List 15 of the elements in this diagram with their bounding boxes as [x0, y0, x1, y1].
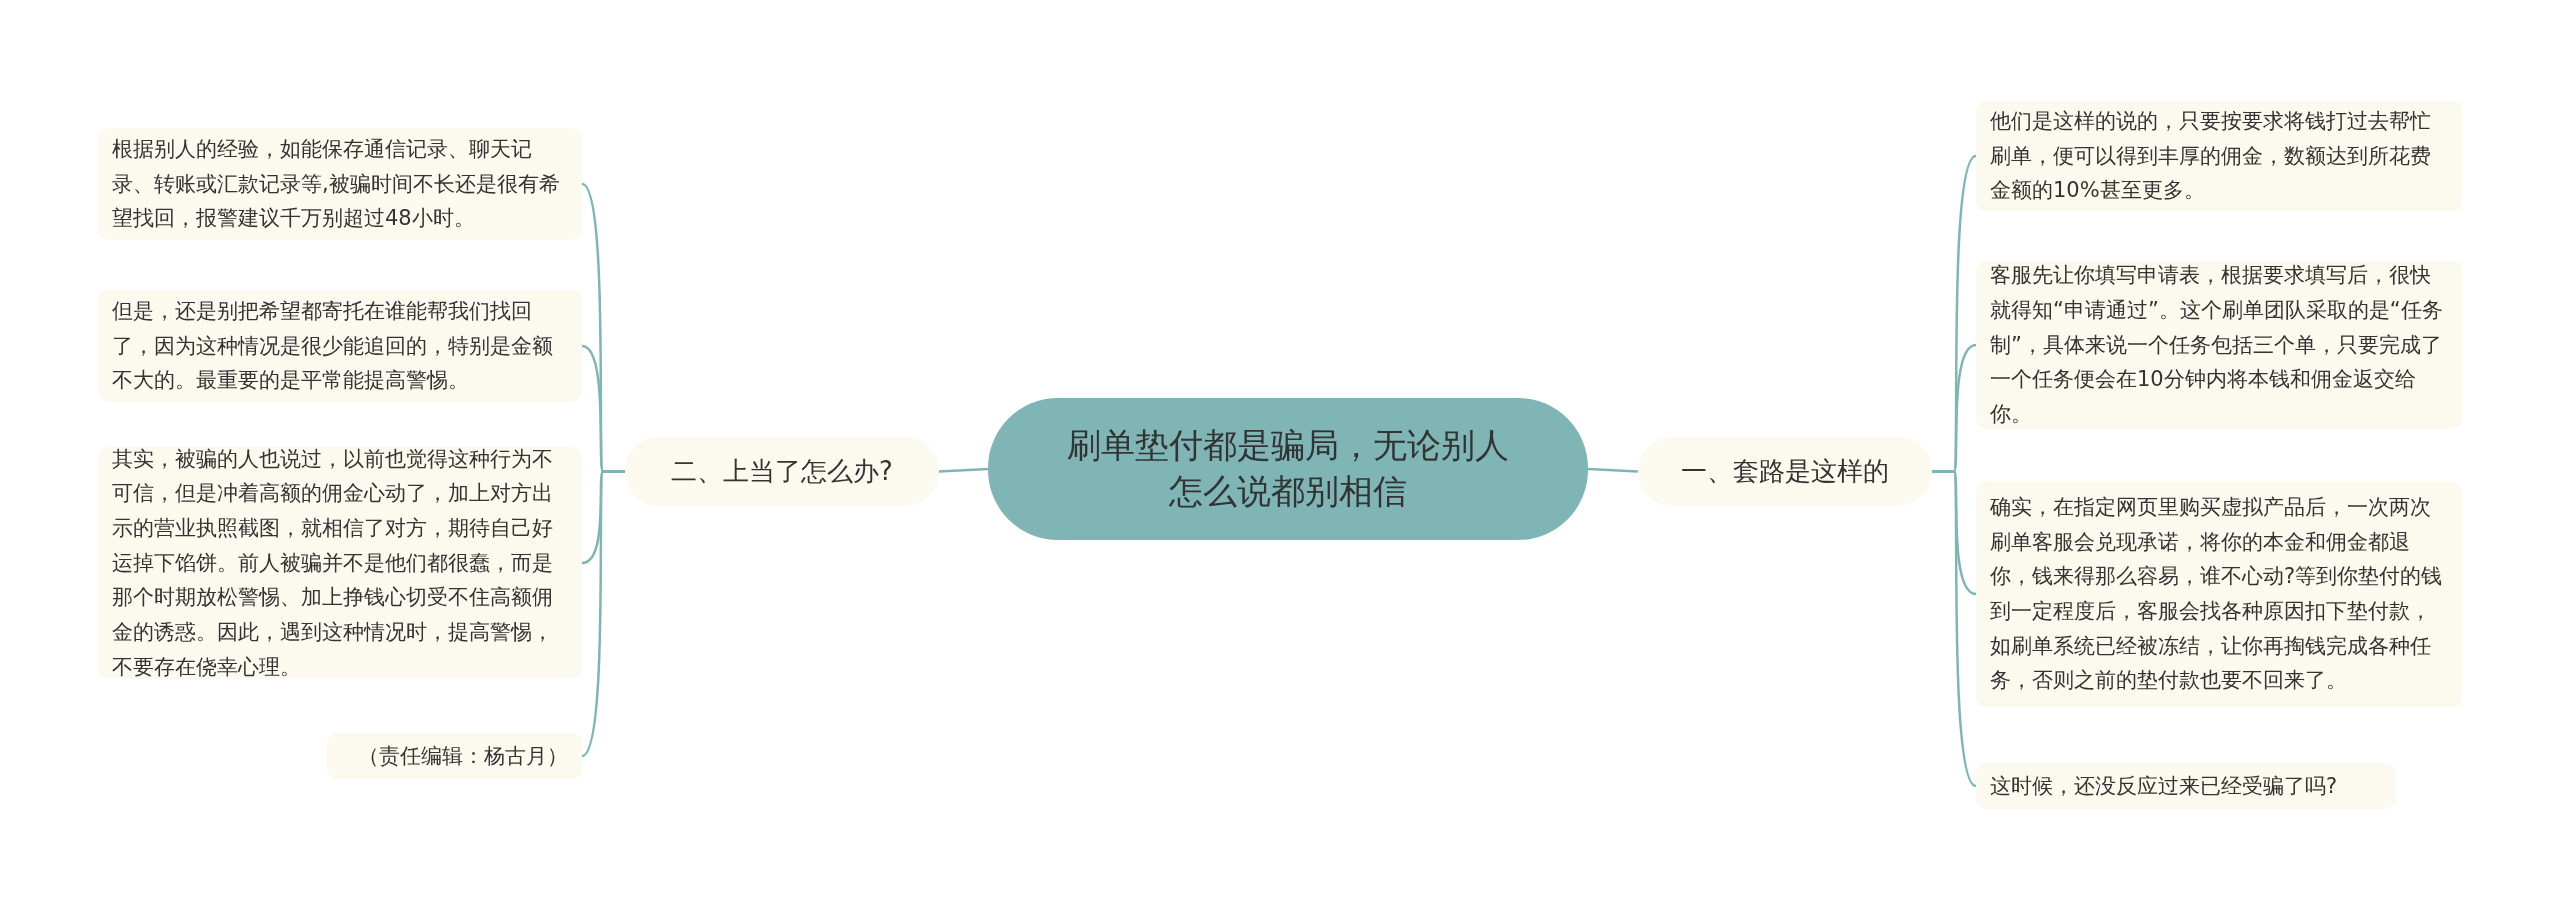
leaf-note: 客服先让你填写申请表，根据要求填写后，很快就得知“申请通过”。这个刷单团队采取的是“任务制”，具体来说一个任务包括三个单，只要完成了一个任务便会在10分钟内将本钱和佣金返交给你。 — [1976, 261, 2462, 429]
leaf-note: 但是，还是别把希望都寄托在谁能帮我们找回了，因为这种情况是很少能追回的，特别是金额不大的。最重要的是平常能提高警惕。 — [98, 290, 582, 402]
connector-line — [938, 467, 989, 473]
central-topic: 刷单垫付都是骗局，无论别人怎么说都别相信 — [988, 398, 1588, 540]
leaf-note: 确实，在指定网页里购买虚拟产品后，一次两次刷单客服会兑现承诺，将你的本金和佣金都退你，钱来得那么容易，谁不心动?等到你垫付的钱到一定程度后，客服会找各种原因扣下垫付款，如刷单系统已经被冻结，让你再掏钱完成各种任务，否则之前的垫付款也要不回来了。 — [1976, 481, 2462, 707]
leaf-note: 这时候，还没反应过来已经受骗了吗? — [1976, 763, 2396, 809]
leaf-note: 其实，被骗的人也说过，以前也觉得这种行为不可信，但是冲着高额的佣金心动了，加上对方出示的营业执照截图，就相信了对方，期待自己好运掉下馅饼。前人被骗并不是他们都很蠢，而是那个时期放松警惕、加上挣钱心切受不住高额佣金的诱惑。因此，遇到这种情况时，提高警惕，不要存在侥幸心理。 — [98, 447, 582, 679]
leaf-note: 他们是这样的说的，只要按要求将钱打过去帮忙刷单，便可以得到丰厚的佣金，数额达到所花费金额的10%甚至更多。 — [1976, 101, 2462, 211]
leaf-note: 根据别人的经验，如能保存通信记录、聊天记录、转账或汇款记录等,被骗时间不长还是很有希望找回，报警建议千万别超过48小时。 — [98, 128, 582, 240]
connector-line — [581, 470, 625, 757]
leaf-note: （责任编辑：杨古月） — [327, 733, 582, 779]
branch-topic: 二、上当了怎么办? — [625, 437, 939, 506]
connector-line — [1932, 470, 1977, 787]
connector-line — [1587, 467, 1639, 473]
branch-topic: 一、套路是这样的 — [1638, 437, 1932, 506]
